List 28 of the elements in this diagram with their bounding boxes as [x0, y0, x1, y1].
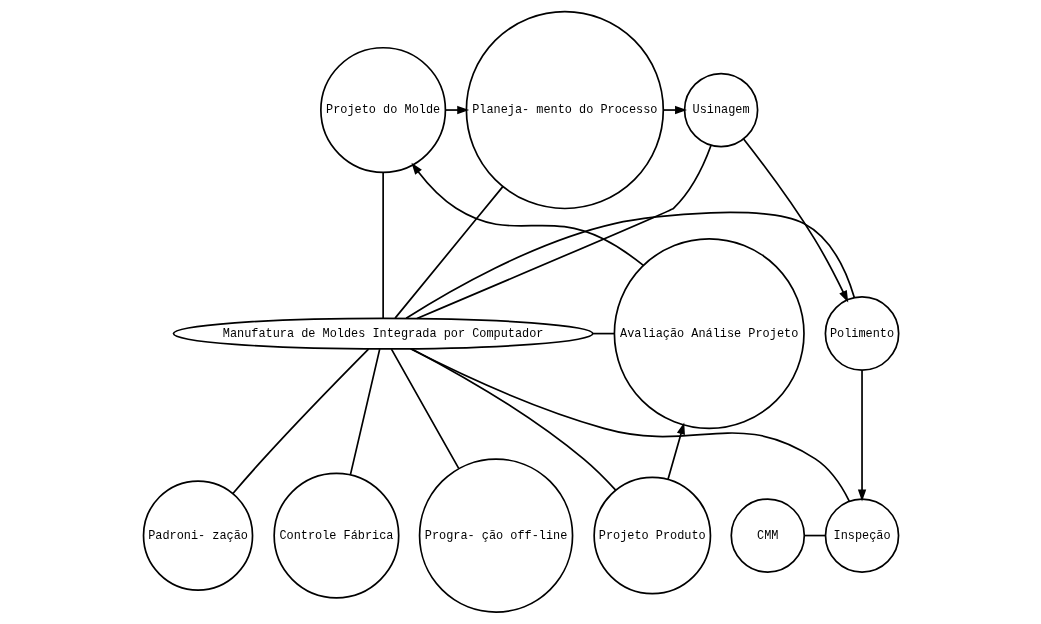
arrow: [742, 138, 848, 303]
connector: [349, 348, 381, 476]
arrow: [661, 105, 687, 115]
node-circle: Polimento: [824, 296, 899, 372]
arrow: [444, 105, 469, 115]
node-circle: Projeto Produto: [592, 476, 711, 595]
node-circle: Inspeção: [824, 498, 899, 573]
connector: [404, 211, 855, 320]
connector: [231, 348, 369, 495]
connector: [409, 347, 850, 502]
node-circle: Progra- ção off-line: [418, 458, 573, 613]
connector: [381, 171, 384, 320]
node-circle: Controle Fábrica: [272, 472, 400, 599]
connector: [390, 348, 460, 470]
node-circle: Padroni- zação: [142, 480, 253, 591]
connector: [415, 144, 712, 320]
arrow: [410, 162, 644, 267]
arrow: [666, 422, 685, 481]
node-circle: Usinagem: [683, 72, 758, 148]
connector: [393, 185, 504, 319]
node-circle: Avaliação Análise Projeto: [613, 237, 805, 430]
arrow: [857, 369, 866, 502]
connector: [803, 534, 826, 537]
connector: [591, 332, 615, 335]
connector: [410, 348, 617, 492]
node-circle: Planeja- mento do Processo: [465, 10, 664, 210]
node-circle: CMM: [729, 498, 805, 573]
node-ellipse: Manufatura de Moldes Integrada por Computador: [172, 317, 594, 350]
